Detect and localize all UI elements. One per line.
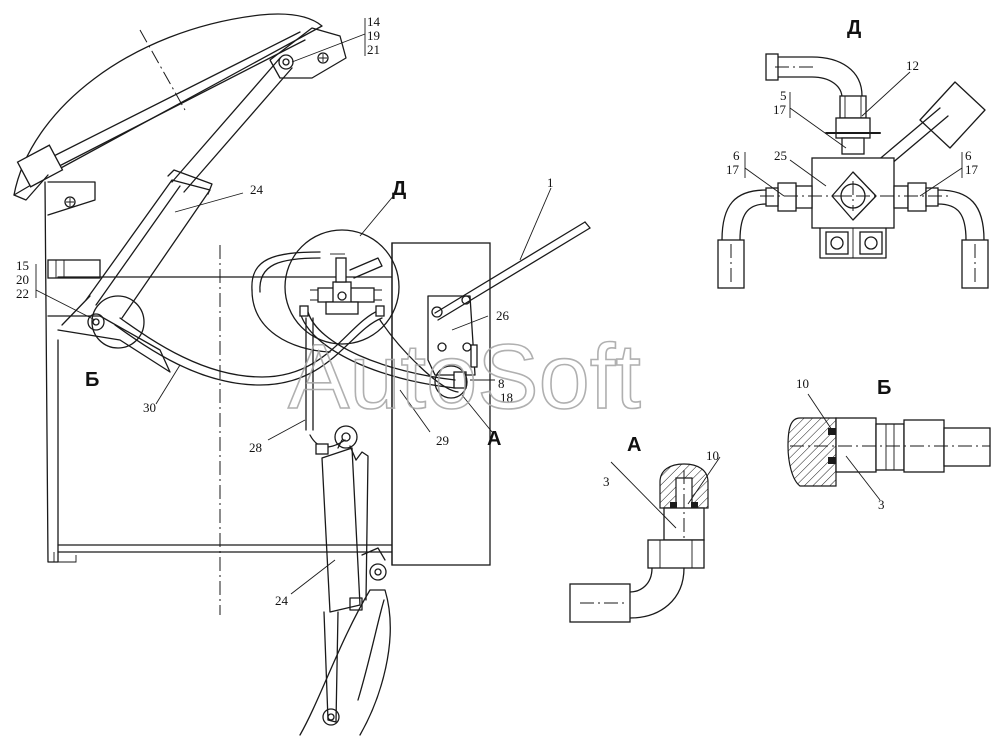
- hoses: [114, 251, 459, 448]
- callout-d: Д: [392, 178, 406, 200]
- left-bracket: [44, 181, 171, 563]
- upper-pivot-bracket: [269, 27, 347, 79]
- detail-d-label-6-right: 6: [965, 148, 972, 163]
- main-leaders: [35, 18, 552, 595]
- detail-d-label-17-left: 17: [726, 162, 740, 177]
- detail-b-view: Б 10 3: [787, 376, 991, 512]
- detail-a-view: А 3 10: [569, 434, 721, 623]
- label-22: 22: [16, 286, 29, 301]
- detail-b-label-10: 10: [796, 376, 809, 391]
- detail-d-label-5: 5: [780, 88, 787, 103]
- label-28: 28: [249, 440, 262, 455]
- detail-d-label-25: 25: [774, 148, 787, 163]
- label-21: 21: [367, 42, 380, 57]
- label-8: 8: [498, 376, 505, 391]
- label-15: 15: [16, 258, 29, 273]
- label-14: 14: [367, 14, 381, 29]
- detail-d-title: Д: [847, 17, 861, 39]
- callout-b: Б: [85, 369, 99, 391]
- dump-body: [13, 13, 323, 201]
- frame: [57, 242, 491, 615]
- detail-a-label-3: 3: [603, 474, 610, 489]
- label-20: 20: [16, 272, 29, 287]
- detail-a-title: А: [627, 434, 641, 456]
- detail-d-view: Д: [717, 17, 989, 289]
- detail-b-title: Б: [877, 377, 891, 399]
- detail-a-label-10: 10: [706, 448, 719, 463]
- control-rod: [434, 221, 591, 321]
- label-26: 26: [496, 308, 510, 323]
- detail-d-label-17-right: 17: [965, 162, 979, 177]
- detail-d-label-17-top: 17: [773, 102, 787, 117]
- label-29: 29: [436, 433, 449, 448]
- watermark: AutoSoft: [288, 326, 641, 428]
- main-view: 14 19 21 24 15 20 22 30 1 26 8 18 28 29 …: [13, 13, 591, 736]
- callout-a: А: [487, 428, 501, 450]
- callout-circles: [284, 229, 468, 399]
- label-24-upper: 24: [250, 182, 264, 197]
- main-labels: 14 19 21 24 15 20 22 30 1 26 8 18 28 29 …: [16, 14, 554, 608]
- label-19: 19: [367, 28, 380, 43]
- label-30: 30: [143, 400, 156, 415]
- lower-cylinder: [299, 425, 391, 736]
- detail-d-label-6-left: 6: [733, 148, 740, 163]
- label-24-lower: 24: [275, 593, 289, 608]
- label-1: 1: [547, 175, 554, 190]
- main-distributor: [299, 253, 385, 317]
- label-18: 18: [500, 390, 513, 405]
- upper-cylinder: [61, 57, 293, 326]
- detail-d-label-12: 12: [906, 58, 919, 73]
- detail-b-label-3: 3: [878, 497, 885, 512]
